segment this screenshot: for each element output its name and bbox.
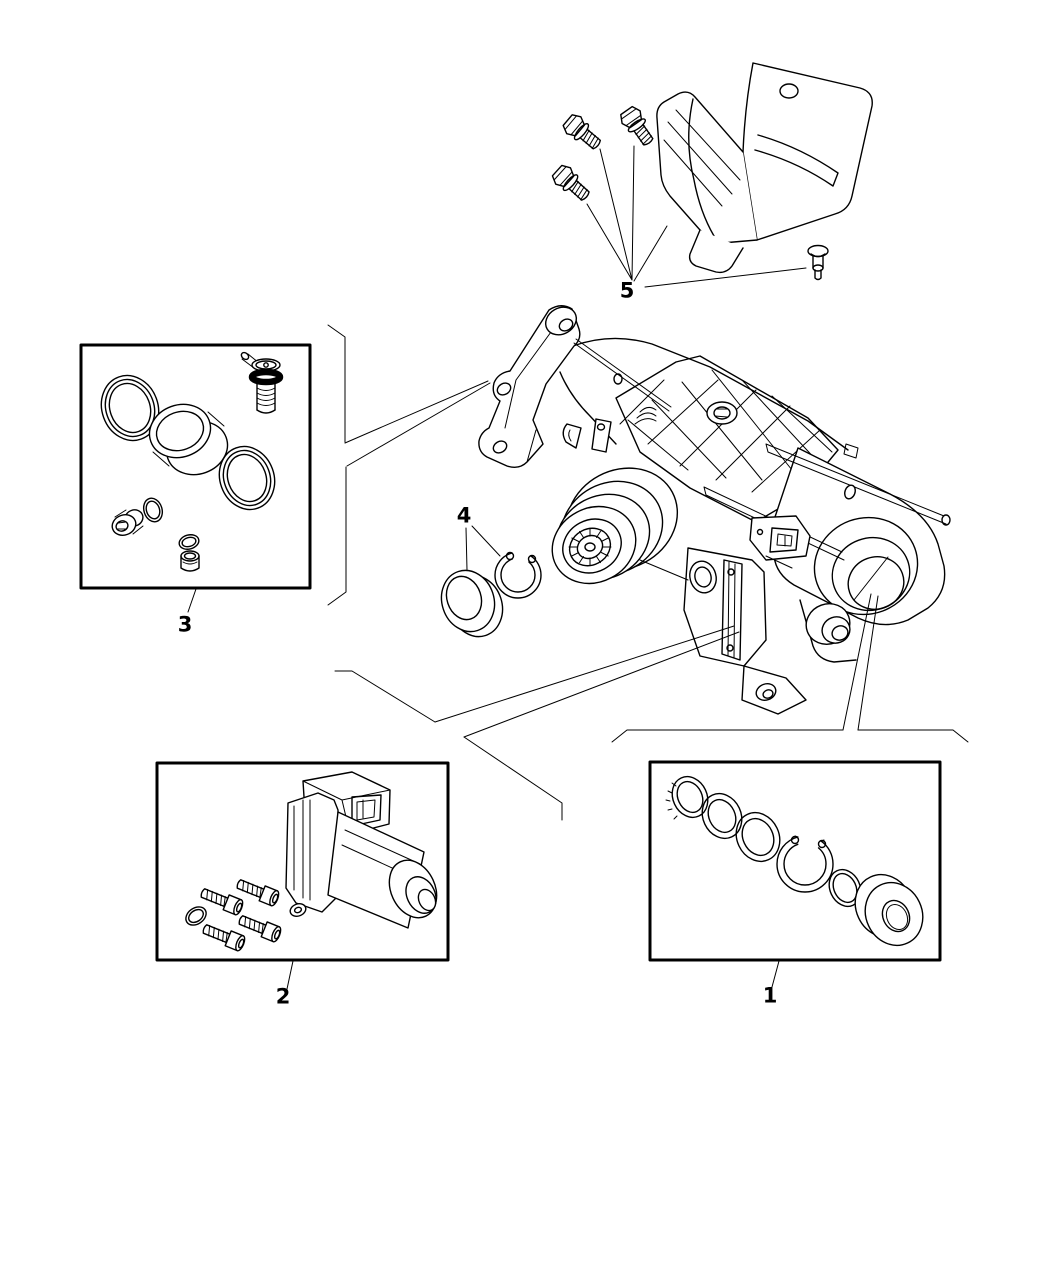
o-ring-1 (828, 868, 862, 908)
rear-housing-output-bore (703, 443, 951, 663)
shift-hook-and-link (562, 418, 612, 453)
kit-3-brace (327, 324, 491, 606)
callout-1-label: 1 (762, 983, 778, 1008)
bearing-ring (665, 775, 709, 820)
input-seal-and-snap-ring-group (440, 525, 542, 638)
shield-bolt-2 (616, 103, 659, 150)
motor-o-ring (185, 906, 207, 926)
kit-1-bracket (611, 593, 969, 743)
kit-box-2 (155, 761, 450, 990)
snap-ring-4 (494, 551, 542, 599)
callout-4-label: 4 (456, 503, 472, 528)
case-housing (559, 337, 859, 523)
callout-1-leader (771, 960, 780, 988)
vent-breather (240, 351, 284, 414)
assembly-actuator-motor (639, 515, 811, 715)
case-logo-mark (634, 406, 657, 425)
callout-3-label: 3 (177, 612, 193, 637)
callout-3-leader (187, 588, 197, 613)
seal-ring-a (100, 374, 160, 442)
callout-2-label: 2 (275, 984, 291, 1009)
small-bushing-cap (180, 550, 200, 572)
heat-shield-group (549, 62, 873, 288)
input-seal (440, 569, 504, 638)
washer-ring-1 (701, 792, 743, 840)
callout-2-leader (286, 960, 294, 990)
snap-ring-1 (776, 835, 834, 893)
power-transfer-unit-assembly (478, 305, 951, 715)
small-o-ring (178, 534, 200, 550)
hex-socket-plug (111, 509, 144, 536)
heat-shield (656, 62, 873, 274)
kit-box-1-border (648, 760, 942, 962)
callout-5-leaders (586, 145, 807, 288)
motor-bolt-3 (200, 920, 248, 953)
clutch-drum-splined-bore (551, 467, 679, 585)
kit-box-1 (648, 760, 942, 988)
kit-box-2-border (155, 761, 450, 962)
actuator-motor (285, 771, 438, 929)
front-mounting-bracket (478, 305, 672, 469)
push-pin (807, 244, 829, 281)
kit-2-bracket (334, 625, 740, 821)
washer-ring-2 (735, 811, 781, 863)
shield-hole (779, 83, 799, 99)
small-ring (142, 497, 164, 523)
thick-seal (854, 873, 924, 947)
filler-plug-boss (706, 401, 738, 425)
shield-bolt-1 (559, 111, 606, 155)
kit-box-3 (79, 343, 312, 613)
sleeve-collar (148, 403, 229, 476)
shield-bolt-3 (549, 161, 595, 206)
callout-5-label: 5 (619, 278, 635, 303)
seal-ring-c (218, 445, 276, 511)
kit-box-3-border (79, 343, 312, 590)
